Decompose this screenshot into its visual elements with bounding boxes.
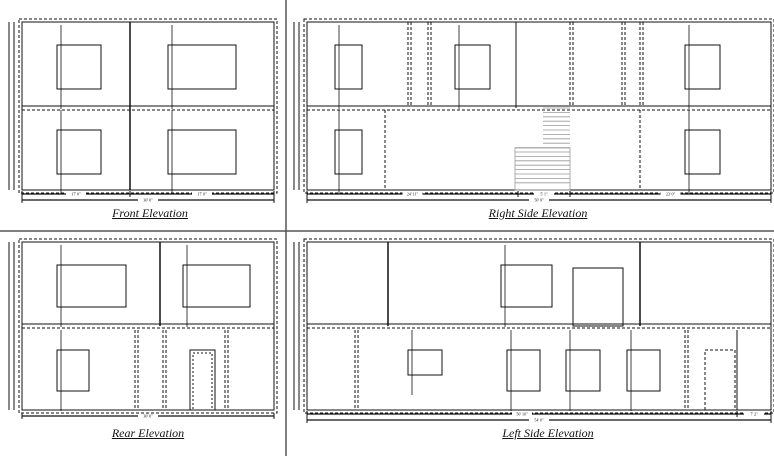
window bbox=[56, 129, 102, 175]
window bbox=[407, 349, 443, 376]
window bbox=[684, 44, 721, 90]
dimension-gap bbox=[512, 412, 532, 416]
window bbox=[56, 264, 127, 308]
dimension-label: 30' 0" bbox=[143, 414, 153, 419]
window bbox=[626, 349, 661, 392]
window bbox=[182, 264, 251, 308]
elevation-outline-dashed bbox=[18, 18, 278, 194]
front-elevation-title: Front Elevation bbox=[112, 206, 188, 220]
window bbox=[334, 44, 363, 90]
dimension-gap bbox=[529, 198, 549, 202]
dimension-label: 17' 0" bbox=[71, 192, 81, 197]
dimension-label: 5' 1" bbox=[540, 192, 548, 197]
window bbox=[334, 129, 363, 175]
door bbox=[572, 267, 624, 327]
dimension-label: 17' 0" bbox=[197, 192, 207, 197]
dimension-gap bbox=[534, 192, 554, 196]
door-frame-dashed bbox=[192, 352, 213, 411]
dimension-label: 24' 11" bbox=[407, 192, 419, 197]
window bbox=[684, 129, 721, 175]
stair-landing bbox=[514, 147, 571, 191]
dimension-gap bbox=[192, 192, 212, 196]
elevation-outline-dashed bbox=[303, 18, 774, 194]
dimension-label: 54' 0" bbox=[534, 418, 544, 423]
dimension-label: 30' 0" bbox=[143, 198, 153, 203]
dimension-gap bbox=[744, 412, 764, 416]
door-dashed bbox=[704, 349, 736, 411]
right-side-elevation-title: Right Side Elevation bbox=[488, 206, 588, 220]
window bbox=[167, 44, 237, 90]
dimension-gap bbox=[660, 192, 681, 196]
dimension-gap bbox=[138, 414, 158, 418]
window bbox=[506, 349, 541, 392]
dimension-label: 50' 10" bbox=[516, 412, 528, 417]
dimension-label: 23' 0" bbox=[666, 192, 676, 197]
left-side-elevation-title: Left Side Elevation bbox=[502, 426, 594, 440]
dimension-gap bbox=[138, 198, 158, 202]
rear-elevation-title: Rear Elevation bbox=[111, 426, 185, 440]
elevation-outline-dashed bbox=[18, 238, 278, 414]
window bbox=[56, 349, 90, 392]
dimension-label: 7' 2" bbox=[750, 412, 758, 417]
dimension-gap bbox=[66, 192, 86, 196]
dimension-gap bbox=[529, 418, 549, 422]
window bbox=[454, 44, 491, 90]
dimension-gap bbox=[402, 192, 423, 196]
window bbox=[500, 264, 553, 308]
dimension-label: 50' 0" bbox=[534, 198, 544, 203]
window bbox=[167, 129, 237, 175]
elevation-outline bbox=[21, 241, 275, 411]
window bbox=[56, 44, 102, 90]
door bbox=[189, 349, 216, 411]
elevation-outline bbox=[306, 241, 772, 411]
window bbox=[565, 349, 601, 392]
elevation-outline-dashed bbox=[303, 238, 774, 414]
